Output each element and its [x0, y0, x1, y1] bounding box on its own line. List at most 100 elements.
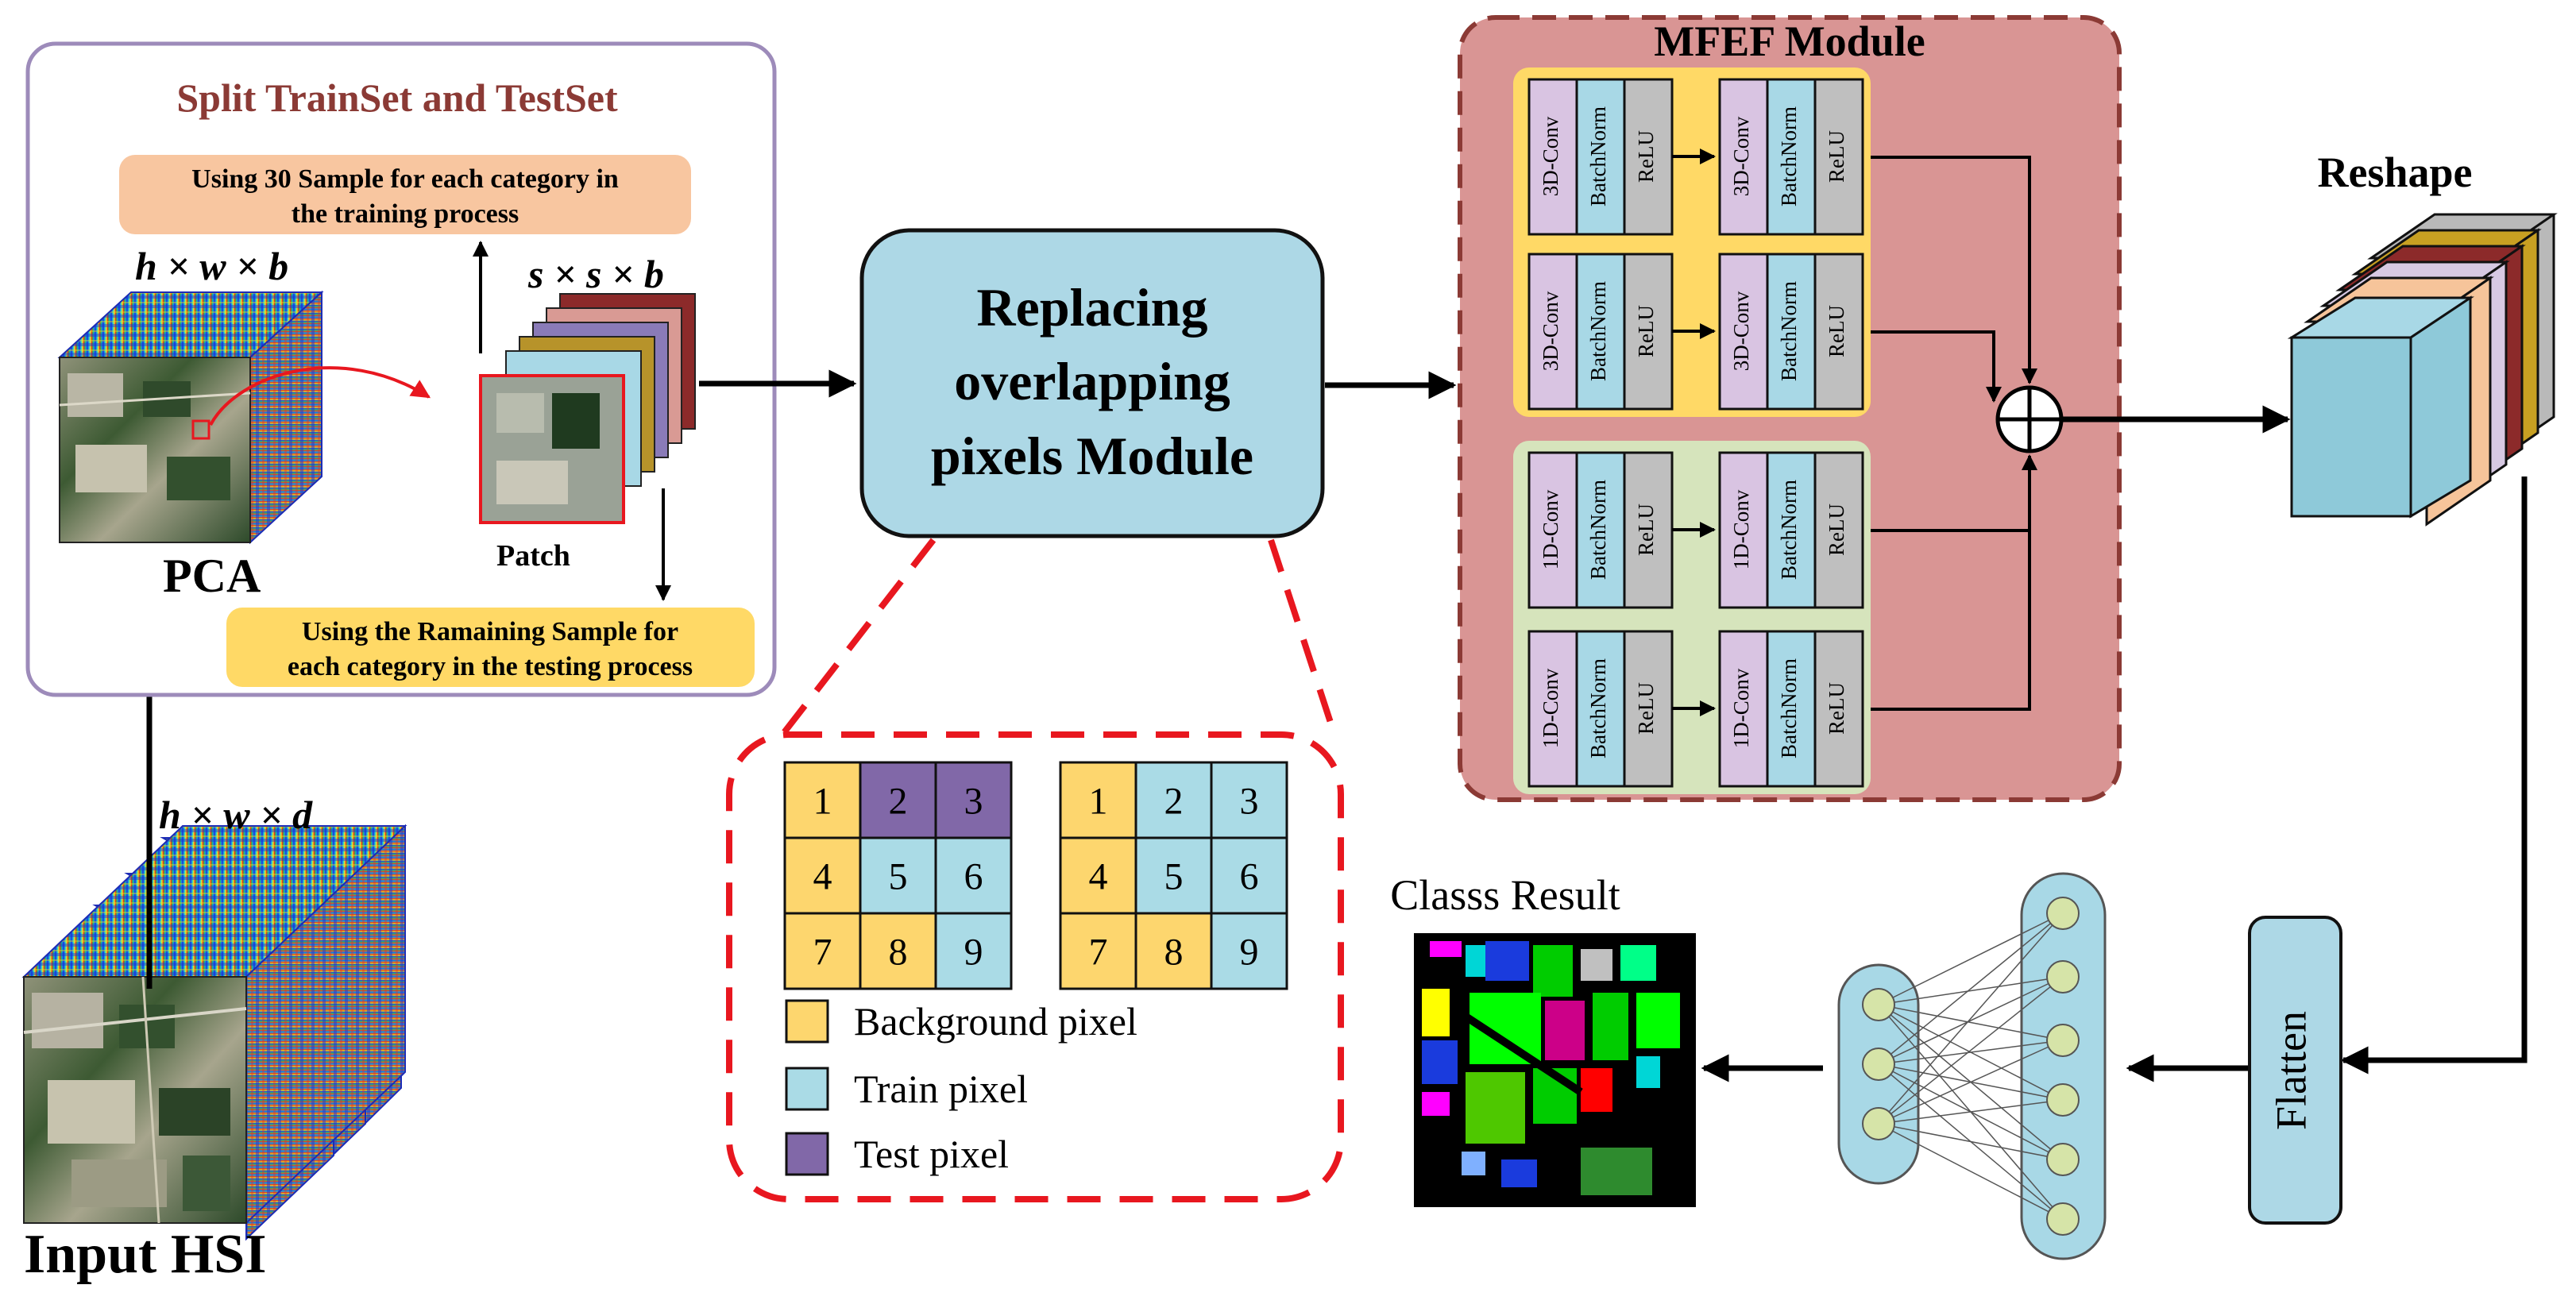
- conv-layer-cell: [1813, 78, 1864, 236]
- split-panel-title: Split TrainSet and TestSet: [176, 75, 618, 120]
- pixel-cell-number: 4: [1089, 856, 1108, 898]
- replacing-line3: pixels Module: [931, 426, 1253, 486]
- pixel-cell: 5: [859, 836, 937, 915]
- conv-layer-cell: [1527, 451, 1578, 609]
- legend-background-swatch: [785, 999, 829, 1044]
- conv-layer-cell: [1813, 451, 1864, 609]
- mfef-title: MFEF Module: [1654, 17, 1925, 65]
- nn-input-node: [1862, 988, 1895, 1021]
- conv-layer-cell: [1718, 253, 1769, 411]
- patch-dims-label: s × s × b: [527, 252, 664, 296]
- pixel-cell: 6: [934, 836, 1013, 915]
- branch1-to-sum: [1871, 156, 2037, 384]
- pixel-cell: 3: [1210, 761, 1288, 839]
- sample-to-patch-arrow: [209, 366, 431, 426]
- pixel-cell-number: 7: [1089, 932, 1108, 974]
- nn-connection: [1878, 1099, 2064, 1125]
- conv-layer-label: 1D-Conv: [1729, 668, 1753, 748]
- conv-layer-cell: [1623, 451, 1674, 609]
- pixel-cell: 1: [783, 761, 862, 839]
- pixel-cell: 3: [934, 761, 1013, 839]
- conv-layer-cell: [1766, 78, 1817, 236]
- nn-connection: [1878, 976, 2064, 1005]
- conv-layer-label: 1D-Conv: [1729, 489, 1753, 569]
- pixel-cell-fill: [1059, 912, 1137, 990]
- pixel-cell-number: 4: [813, 856, 832, 898]
- conv-layer-label: 1D-Conv: [1539, 489, 1562, 569]
- reshape-cube-stack: [2287, 213, 2558, 527]
- pixel-cell-number: 6: [1240, 856, 1259, 898]
- pixel-cell-number: 8: [889, 932, 908, 974]
- pixel-cell-number: 3: [964, 781, 983, 823]
- pixel-cell: 2: [859, 761, 937, 839]
- pixel-cell: 9: [1210, 912, 1288, 990]
- pixel-cell-number: 9: [964, 932, 983, 974]
- pixel-cell-number: 1: [813, 781, 832, 823]
- conv-layer-label: BatchNorm: [1777, 106, 1801, 206]
- conv-layer-cell: [1813, 253, 1864, 411]
- test-note-line1: Using the Ramaining Sample for: [302, 617, 678, 646]
- conv-layer-label: BatchNorm: [1777, 480, 1801, 580]
- class-result-label: Classs Result: [1390, 871, 1620, 919]
- pixel-cell-fill: [783, 761, 862, 839]
- test-note-box: [226, 608, 755, 687]
- nn-input-node: [1862, 1107, 1895, 1140]
- conv-layer-cell: [1623, 630, 1674, 788]
- pixel-cell: 4: [783, 836, 862, 915]
- conv-layer-label: ReLU: [1634, 504, 1658, 556]
- input-dims-label: h × w × d: [159, 793, 313, 837]
- conv-layer-label: 3D-Conv: [1539, 116, 1562, 196]
- conv-layer-label: ReLU: [1634, 130, 1658, 183]
- nn-hidden-node: [2046, 960, 2080, 994]
- nn-hidden-node: [2046, 1202, 2080, 1236]
- nn-connection: [1878, 1040, 2064, 1065]
- pixel-cell-number: 1: [1089, 781, 1108, 823]
- nn-hidden-node: [2046, 1024, 2080, 1057]
- nn-connection: [1878, 913, 2064, 1005]
- pixel-cell: 7: [1059, 912, 1137, 990]
- legend-train-label: Train pixel: [854, 1067, 1028, 1111]
- pixel-cell-fill: [934, 912, 1013, 990]
- legend-test-label: Test pixel: [854, 1132, 1009, 1176]
- patch-stack: [479, 293, 696, 524]
- nn-connection: [1878, 1123, 2064, 1220]
- nn-connection: [1878, 913, 2064, 1125]
- conv-layer-label: BatchNorm: [1777, 281, 1801, 381]
- branch4-to-sum: [1871, 531, 2031, 711]
- patch-label: Patch: [496, 539, 570, 573]
- test-note-line2: each category in the testing process: [288, 652, 693, 681]
- conv-layer-label: BatchNorm: [1586, 281, 1610, 381]
- pixel-cell: 6: [1210, 836, 1288, 915]
- pca-dims-label: h × w × b: [135, 244, 288, 288]
- train-note-line1: Using 30 Sample for each category in: [191, 164, 619, 194]
- reshape-label: Reshape: [2317, 149, 2472, 196]
- nn-connection: [1878, 976, 2064, 1125]
- legend-train-swatch: [785, 1067, 829, 1111]
- train-note-line2: the training process: [292, 199, 519, 229]
- nn-connection: [1878, 976, 2064, 1065]
- conv-layer-label: BatchNorm: [1586, 658, 1610, 758]
- input-hsi-label: Input HSI: [24, 1224, 266, 1285]
- pixel-cell-fill: [1210, 761, 1288, 839]
- conv-layer-label: BatchNorm: [1586, 106, 1610, 206]
- pixel-cell-number: 6: [964, 856, 983, 898]
- fully-connected-network: [1837, 872, 2107, 1260]
- conv-layer-label: ReLU: [1825, 130, 1848, 183]
- pixel-cell: 8: [859, 912, 937, 990]
- nn-input-node: [1862, 1048, 1895, 1081]
- train-note-box: [119, 155, 691, 234]
- pixel-cell-number: 2: [1164, 781, 1184, 823]
- conv-layer-cell: [1575, 78, 1626, 236]
- conv-layer-cell: [1527, 78, 1578, 236]
- replacing-module-box: [859, 228, 1325, 538]
- zoom-line-left: [779, 538, 937, 737]
- pixel-cell: 9: [934, 912, 1013, 990]
